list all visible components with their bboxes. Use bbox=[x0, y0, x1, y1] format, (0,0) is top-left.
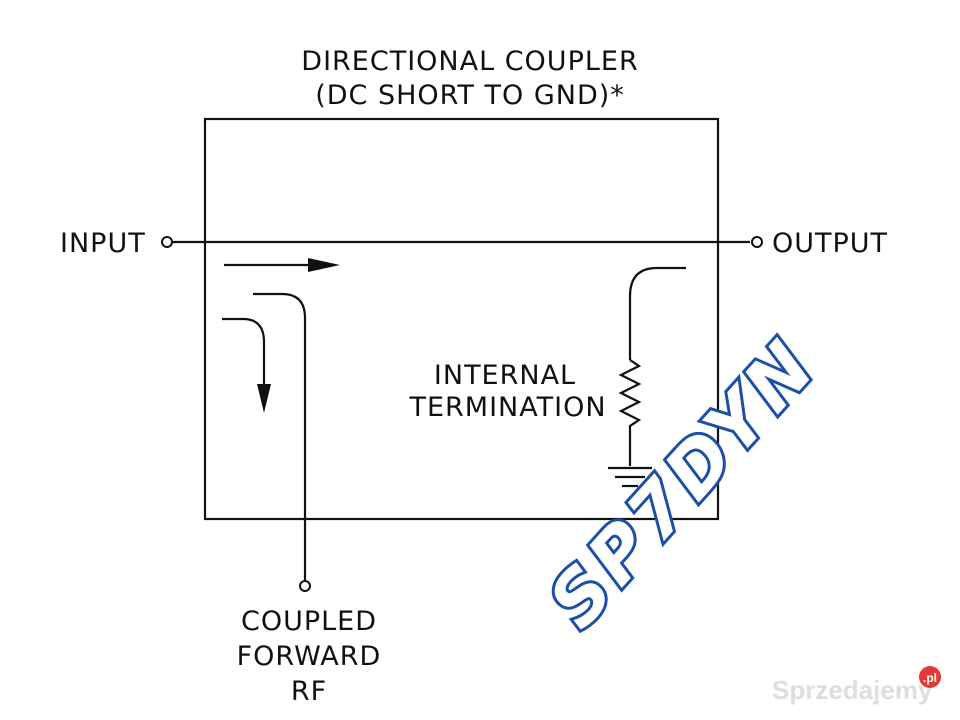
resistor-icon bbox=[618, 359, 642, 466]
coupled-port-terminal[interactable] bbox=[299, 580, 311, 592]
input-label: INPUT bbox=[60, 228, 146, 259]
coupled-label-line-2: FORWARD bbox=[237, 641, 382, 672]
termination-label-line-2: TERMINATION bbox=[408, 392, 606, 423]
coupled-label-line-1: COUPLED bbox=[241, 606, 377, 637]
coupler-box bbox=[203, 117, 720, 521]
coupled-arm-line bbox=[253, 292, 307, 580]
coupled-label-line-3: RF bbox=[291, 676, 327, 707]
isolated-arm-line bbox=[628, 266, 686, 360]
arrow-right-icon bbox=[224, 258, 340, 272]
output-label: OUTPUT bbox=[772, 228, 888, 259]
site-brand: Sprzedajemy bbox=[772, 675, 933, 705]
ground-icon bbox=[608, 466, 652, 488]
termination-label-line-1: INTERNAL bbox=[434, 360, 576, 391]
output-port-terminal[interactable] bbox=[751, 236, 763, 248]
site-badge bbox=[919, 666, 941, 688]
title-line-2: (DC SHORT TO GND)* bbox=[315, 80, 625, 111]
title-line-1: DIRECTIONAL COUPLER bbox=[301, 46, 638, 77]
arrow-down-icon bbox=[222, 317, 271, 413]
watermark: SP7DYN bbox=[532, 322, 834, 644]
input-port-terminal[interactable] bbox=[161, 236, 173, 248]
site-badge-label: .pl bbox=[923, 671, 937, 685]
